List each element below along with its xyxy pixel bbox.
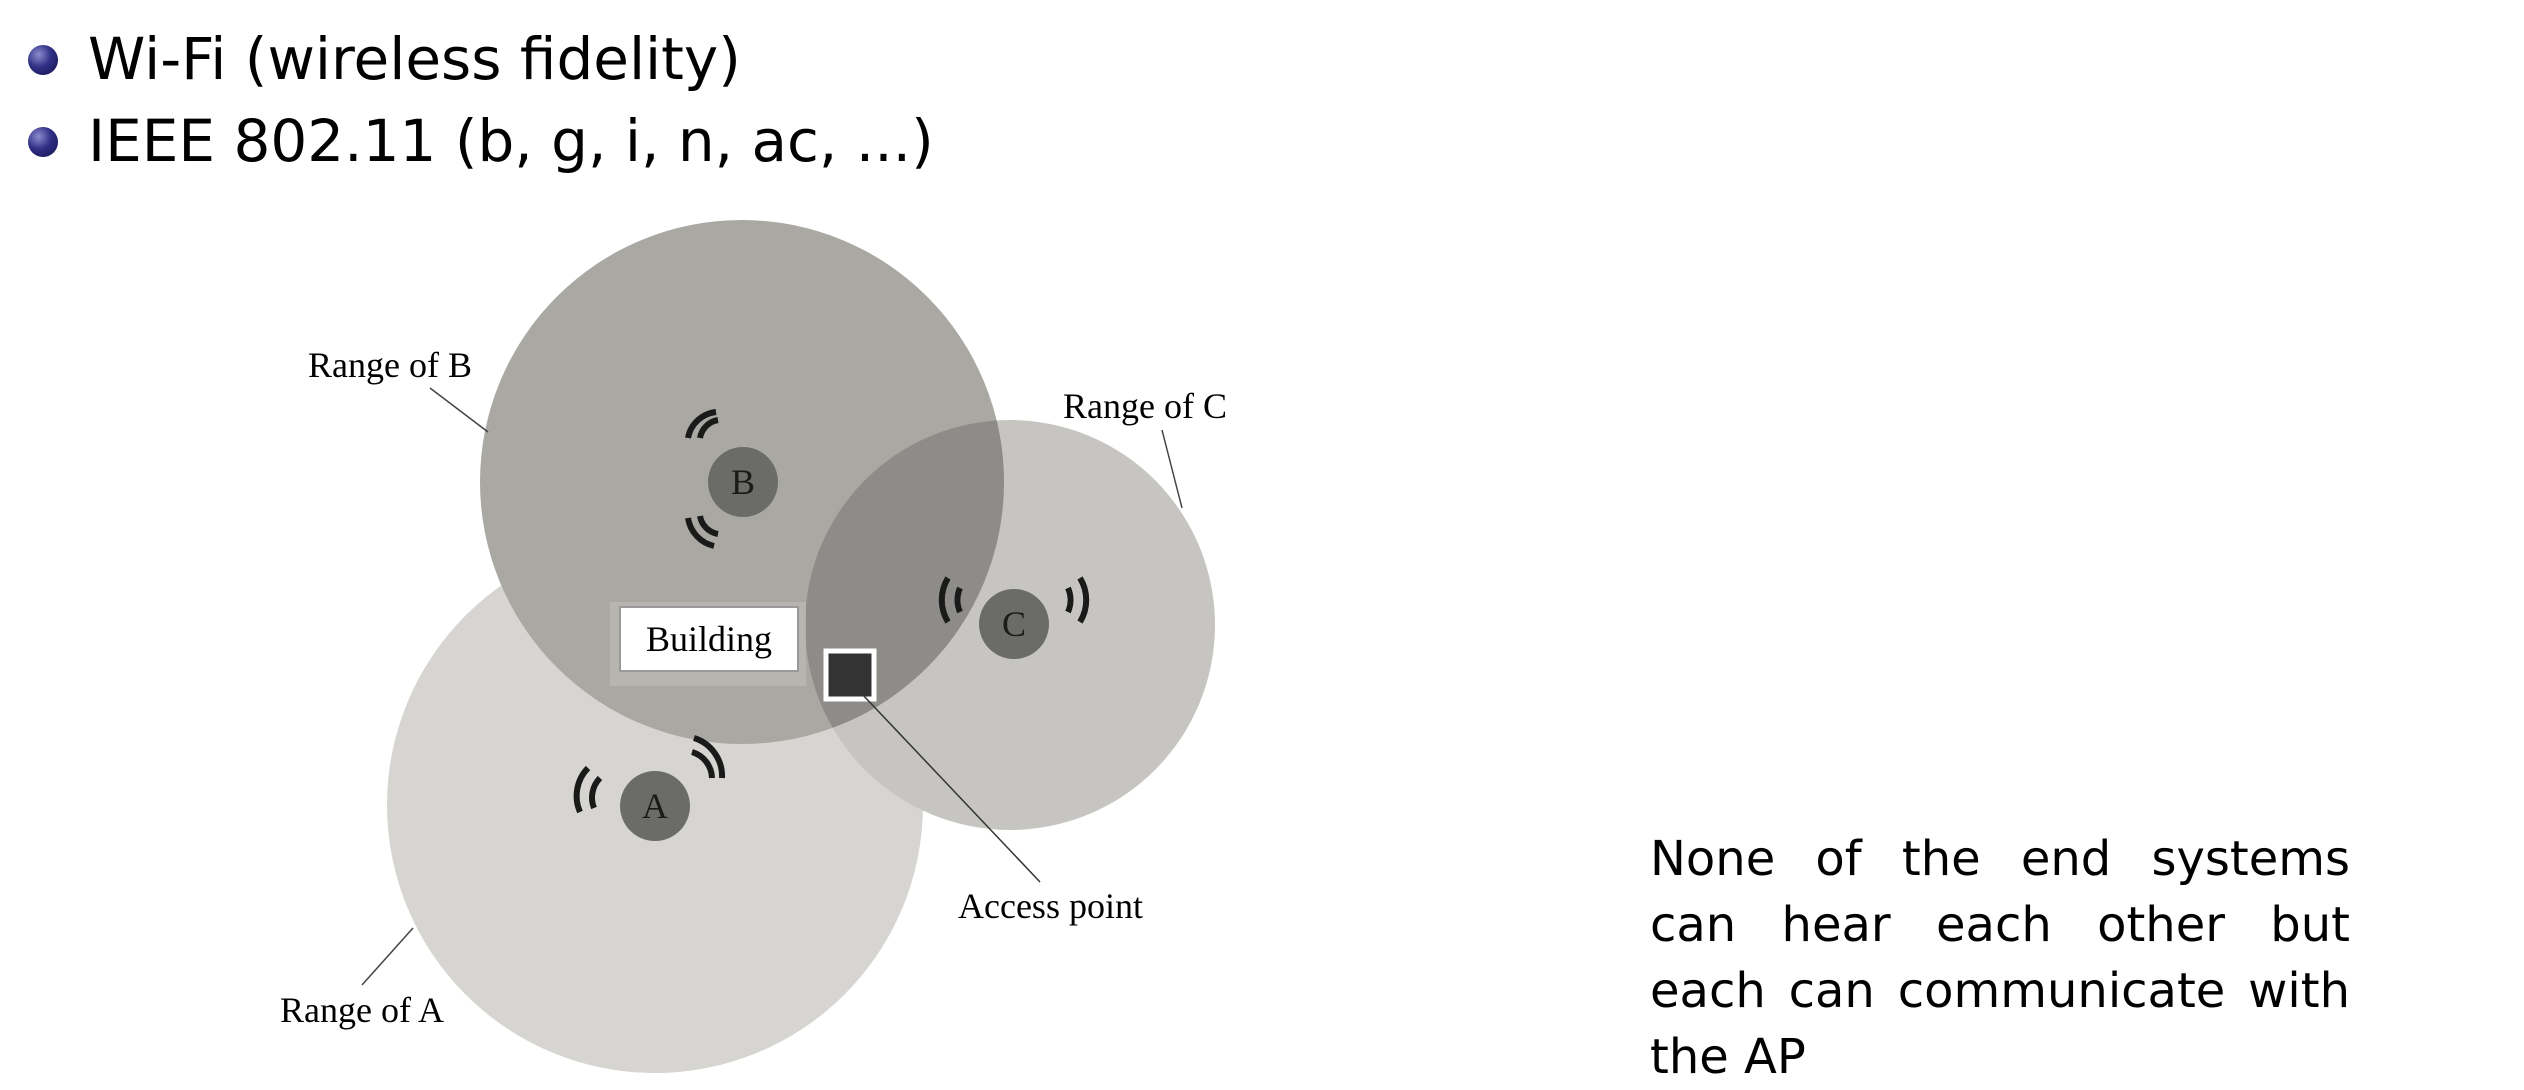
overlap-region-bc: [805, 420, 1004, 744]
node-c-label: C: [1002, 604, 1026, 644]
bullet-list: Wi-Fi (wireless fidelity) IEEE 802.11 (b…: [28, 18, 934, 182]
range-a-leader-line: [361, 927, 414, 986]
node-b[interactable]: [708, 447, 778, 517]
wifi-signal-arcs-icon: [685, 409, 719, 549]
range-b-leader-line: [429, 387, 489, 433]
node-c[interactable]: [979, 589, 1049, 659]
node-b-label: B: [731, 462, 755, 502]
node-a[interactable]: [620, 771, 690, 841]
range-a-label: Range of A: [280, 990, 444, 1030]
node-a-label: A: [642, 786, 668, 826]
building-box[interactable]: [619, 606, 799, 672]
bullet-item-wifi: Wi-Fi (wireless fidelity): [28, 18, 934, 100]
wifi-signal-arcs-icon: [938, 576, 1090, 624]
range-c-label: Range of C: [1063, 386, 1227, 426]
explanation-note: None of the end systems can hear each ot…: [1650, 831, 2350, 1085]
bullet-item-ieee: IEEE 802.11 (b, g, i, n, ac, ...): [28, 100, 934, 182]
bullet-dot-icon: [28, 127, 58, 157]
bullet-text-wifi: Wi-Fi (wireless fidelity): [88, 25, 741, 93]
building-label: Building: [646, 619, 772, 659]
bullet-dot-icon: [28, 45, 58, 75]
range-b-label: Range of B: [308, 345, 472, 385]
access-point-leader-line: [861, 693, 1041, 883]
access-point-label: Access point: [958, 886, 1143, 926]
access-point-square-icon[interactable]: [823, 648, 877, 702]
wifi-signal-arcs-icon: [573, 735, 726, 814]
bullet-text-ieee: IEEE 802.11 (b, g, i, n, ac, ...): [88, 107, 934, 175]
range-c-leader-line: [1161, 429, 1183, 509]
